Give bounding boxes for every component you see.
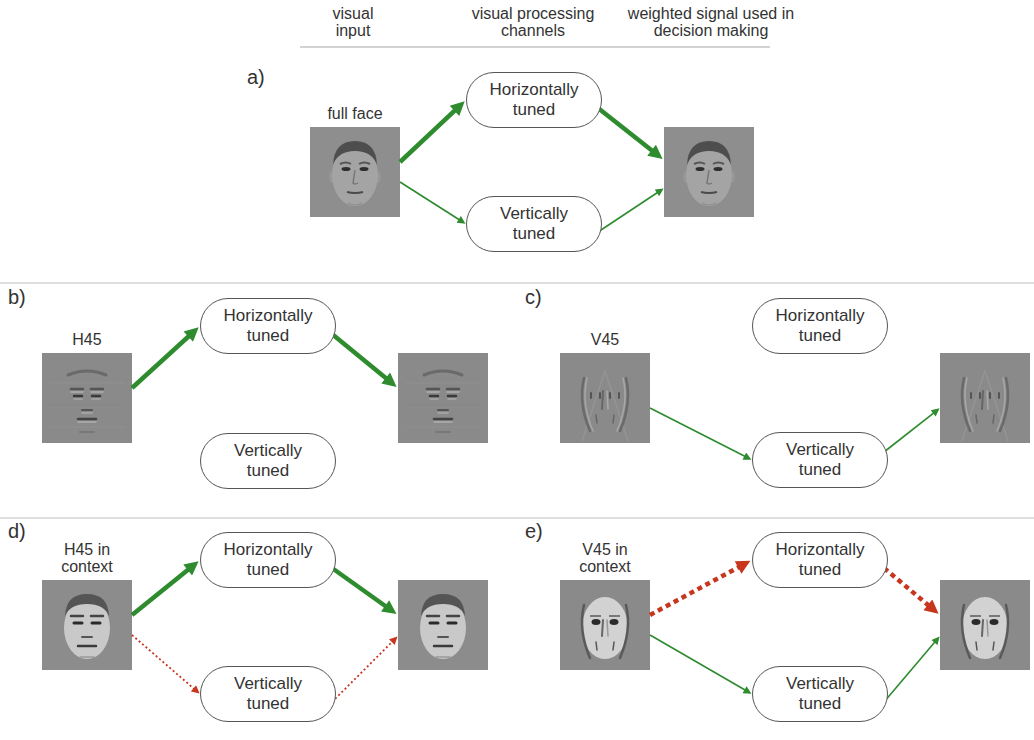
channel-box: Horizontally tuned: [752, 298, 888, 354]
channel-box: Horizontally tuned: [752, 532, 888, 588]
channel-name: Horizontally tuned: [211, 306, 325, 347]
output-arrow: [884, 412, 935, 452]
panel-separator: [0, 282, 1034, 283]
output-arrow: [884, 568, 930, 607]
channel-box: Horizontally tuned: [200, 298, 336, 354]
channel-arrow: [132, 635, 195, 689]
image-caption: V45 in context: [560, 542, 650, 576]
input-face: [42, 353, 132, 443]
output-arrow: [332, 334, 388, 380]
channel-box: Vertically tuned: [752, 666, 888, 722]
image-caption: full face: [310, 106, 400, 123]
panel-letter: e): [525, 520, 543, 542]
input-face: [42, 580, 132, 670]
channel-arrow: [400, 182, 460, 220]
image-caption: H45 in context: [42, 542, 132, 576]
channel-name: Horizontally tuned: [763, 540, 877, 581]
image-caption: H45: [42, 332, 132, 349]
output-arrow: [332, 641, 393, 702]
output-face: [398, 580, 488, 670]
channel-box: Horizontally tuned: [466, 72, 602, 128]
column-header: visual processing channels: [458, 6, 608, 40]
panel-letter: c): [525, 286, 542, 308]
output-face: [398, 353, 488, 443]
panel-letter: a): [247, 66, 265, 88]
input-face: [310, 127, 400, 217]
channel-name: Horizontally tuned: [477, 80, 591, 121]
stimulus-image: full face: [310, 127, 400, 217]
input-face: [560, 353, 650, 443]
output-face: [664, 127, 754, 217]
column-header: weighted signal used in decision making: [625, 6, 797, 40]
output-arrow: [332, 568, 387, 608]
channel-box: Vertically tuned: [200, 666, 336, 722]
stimulus-image: V45 in context: [560, 580, 650, 670]
panel-letter: b): [8, 286, 26, 308]
header-rule: [300, 46, 770, 47]
channel-arrow: [650, 566, 741, 615]
channel-box: Horizontally tuned: [200, 532, 336, 588]
channel-arrow: [132, 568, 190, 615]
output-face: [940, 580, 1030, 670]
channel-name: Vertically tuned: [477, 204, 591, 245]
panel-letter: d): [8, 520, 26, 542]
channel-name: Vertically tuned: [211, 441, 325, 482]
channel-arrow: [400, 109, 457, 162]
output-face: [940, 353, 1030, 443]
channel-name: Horizontally tuned: [763, 306, 877, 347]
channel-arrow: [650, 635, 746, 690]
output-arrow: [884, 641, 936, 702]
channel-name: Vertically tuned: [763, 440, 877, 481]
channel-arrow: [650, 408, 746, 457]
channel-box: Vertically tuned: [466, 196, 602, 252]
channel-arrow: [132, 335, 190, 388]
stimulus-image: H45: [42, 353, 132, 443]
stimulus-image: V45: [560, 353, 650, 443]
image-caption: V45: [560, 332, 650, 349]
column-header: visual input: [313, 6, 393, 40]
channel-name: Vertically tuned: [211, 674, 325, 715]
stimulus-image: H45 in context: [42, 580, 132, 670]
output-arrow: [598, 108, 654, 152]
channel-box: Vertically tuned: [752, 432, 888, 488]
output-arrow: [598, 192, 658, 232]
channel-name: Horizontally tuned: [211, 540, 325, 581]
input-face: [560, 580, 650, 670]
channel-box: Vertically tuned: [200, 433, 336, 489]
channel-name: Vertically tuned: [763, 674, 877, 715]
panel-separator: [0, 517, 1034, 518]
